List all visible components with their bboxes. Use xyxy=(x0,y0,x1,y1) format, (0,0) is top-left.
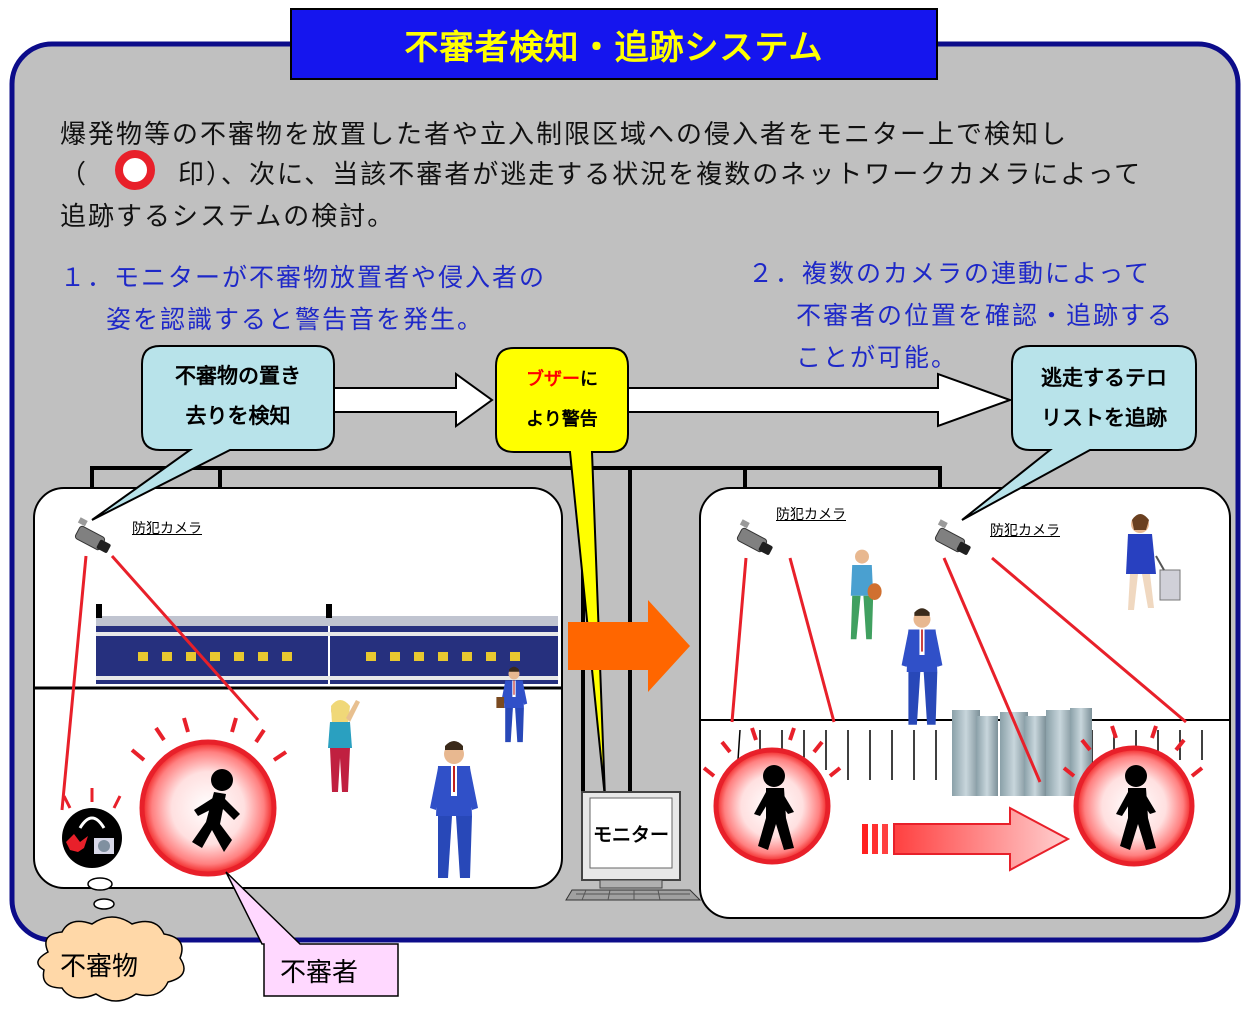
intro-line-2-open: （ xyxy=(60,160,89,190)
buzzer-callout: ブザーに より警告 xyxy=(496,360,628,440)
intro-line-1: 爆発物等の不審物を放置した者や立入制限区域への侵入者をモニター上で検知し xyxy=(60,120,1069,150)
suspicious-object-icon xyxy=(62,788,122,868)
orange-arrow xyxy=(568,600,690,692)
buzzer-callout-accent: ブザー xyxy=(526,369,580,390)
suspicious-object-label: 不審物 xyxy=(60,952,139,982)
camera-label: 防犯カメラ xyxy=(990,523,1060,539)
page-title: 不審者検知・追跡システム xyxy=(290,8,938,80)
camera-sightline xyxy=(110,555,260,721)
intro-line-3: 追跡するシステムの検討。 xyxy=(60,202,396,232)
detect-callout-line-2: 去りを検知 xyxy=(185,404,291,428)
detect-callout-shape xyxy=(91,345,335,521)
track-callout: 逃走するテロ リストを追跡 xyxy=(1012,358,1196,438)
detect-callout-line-1: 不審物の置き xyxy=(175,364,301,388)
suspicious-person-alert xyxy=(1062,725,1204,867)
person-bubble xyxy=(225,871,399,997)
red-ring-icon xyxy=(115,150,155,190)
track-callout-line-2: リストを追跡 xyxy=(1041,406,1167,430)
buzzer-callout-rest: に xyxy=(580,369,598,390)
tracking-arrow xyxy=(862,806,1071,872)
train-illustration xyxy=(96,604,558,684)
suspicious-person-alert xyxy=(702,727,842,865)
camera-sightline xyxy=(60,555,88,811)
walker-figure xyxy=(850,549,882,640)
monitor-label: モニター xyxy=(592,824,669,846)
step1-line-1: １．モニターが不審物放置者や侵入者の xyxy=(60,263,547,292)
step2-line-2: 不審者の位置を確認・追跡する xyxy=(796,301,1175,330)
flow-arrow-2 xyxy=(627,372,1013,428)
camera-label: 防犯カメラ xyxy=(776,507,846,523)
suspicious-person-alert xyxy=(130,717,288,877)
monitor-illustration xyxy=(565,791,702,901)
track-callout-shape xyxy=(961,345,1197,521)
traveler-figure xyxy=(496,666,528,743)
fence-posts xyxy=(737,729,1203,780)
camera-label: 防犯カメラ xyxy=(132,521,202,537)
flow-arrow-1 xyxy=(333,372,494,428)
step1-line-2: 姿を認識すると警告音を発生。 xyxy=(106,305,485,334)
ticket-gates xyxy=(952,708,1092,796)
woman-luggage-figure xyxy=(1126,514,1181,610)
woman-figure xyxy=(328,700,360,792)
buzzer-callout-line-2: より警告 xyxy=(526,409,598,430)
track-callout-line-1: 逃走するテロ xyxy=(1041,366,1167,390)
detect-callout: 不審物の置き 去りを検知 xyxy=(142,356,334,436)
step2-line-3: ことが可能。 xyxy=(796,343,959,372)
step2-line-1: ２．複数のカメラの連動によって xyxy=(748,259,1152,288)
object-cloud xyxy=(37,916,185,1002)
suspicious-person-label: 不審者 xyxy=(280,958,359,988)
intro-line-2: 印）、次に、当該不審者が逃走する状況を複数のネットワークカメラによって xyxy=(178,160,1143,190)
camera-sightlines-right xyxy=(730,556,1187,783)
